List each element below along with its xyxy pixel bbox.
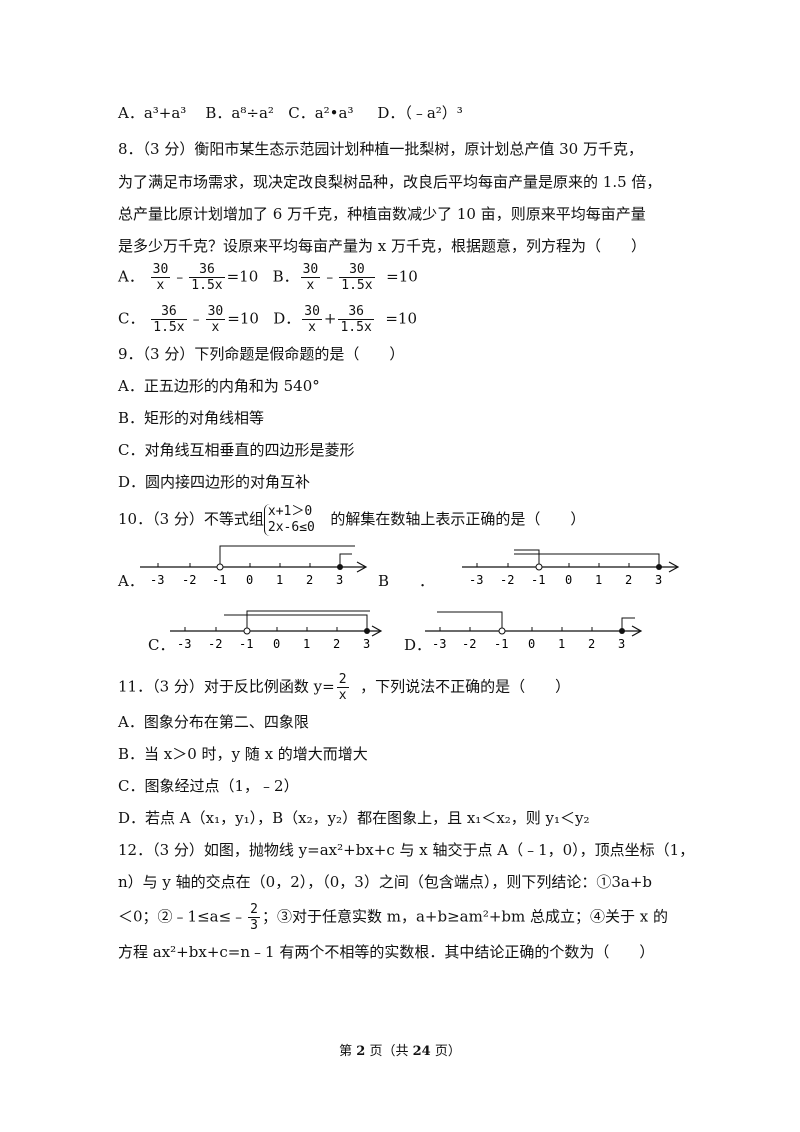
footer-total-pages: 24: [412, 1044, 431, 1059]
q8-line-3: 总产量比原计划增加了 6 万千克，种植亩数减少了 10 亩，则原来平均每亩产量: [118, 205, 646, 223]
q8-a-eq: =10: [226, 267, 259, 286]
q7-option-d: D．（﹣a²）³: [377, 104, 463, 122]
tick-label: 3: [655, 573, 662, 587]
tick-label: 0: [246, 573, 253, 587]
q11-stem-post: ，下列说法不正确的是（ ）: [360, 677, 571, 696]
q8-option-a-label: A．: [118, 267, 144, 286]
tick-label: -1: [531, 573, 545, 587]
q7-option-c: C．a²•a³: [288, 104, 354, 122]
q8-d-op: +: [323, 309, 337, 328]
q8-line-4: 是多少万千克？设原来平均每亩产量为 x 万千克，根据题意，列方程为（ ）: [118, 237, 646, 255]
q8-a-op: ﹣: [172, 267, 188, 286]
q10-numberline-b: -3 -2 -1 0 1 2 3: [462, 549, 680, 587]
tick-label: 0: [273, 637, 280, 651]
q8-line-2: 为了满足市场需求，现决定改良梨树品种，改良后平均每亩产量是原来的 1.5 倍，: [118, 173, 662, 191]
footer-page-number: 2: [356, 1044, 366, 1059]
q8-option-b-label: B．: [272, 267, 299, 286]
q12-line-3-pre: ＜0；②﹣1≤a≤﹣: [118, 907, 247, 926]
q10-stem-post: 的解集在数轴上表示正确的是（ ）: [330, 510, 586, 528]
q10-stem-pre: 10．（3 分）不等式组: [118, 510, 264, 528]
q8-option-c-label: C．: [118, 309, 145, 328]
tick-label: -3: [432, 637, 446, 651]
tick-label: -3: [150, 573, 164, 587]
tick-label: 0: [565, 573, 572, 587]
q8-d-eq: =10: [385, 309, 417, 328]
q10-d-label: D．: [404, 636, 432, 654]
q11-option-a: A．图象分布在第二、四象限: [118, 713, 309, 731]
q8-c-op: ﹣: [188, 309, 204, 328]
tick-label: -2: [182, 573, 196, 587]
tick-label: -2: [462, 637, 476, 651]
tick-label: 2: [625, 573, 632, 587]
q9-option-d: D．圆内接四边形的对角互补: [118, 473, 311, 491]
tick-label: -3: [469, 573, 483, 587]
q10-b-label: B ．: [378, 572, 435, 590]
q8-line-1: 8．（3 分）衡阳市某生态示范园计划种植一批梨树，原计划总产值 30 万千克，: [118, 140, 643, 158]
q10-numberline-a: -3 -2 -1 0 1 2 3: [140, 545, 368, 587]
q7-option-b: B．a⁸÷a²: [205, 104, 274, 122]
footer-post: 页）: [430, 1044, 461, 1059]
tick-label: 3: [336, 573, 343, 587]
q8-c-eq: =10: [227, 309, 259, 328]
q8-b-eq: =10: [386, 267, 418, 286]
q11-stem-pre: 11．（3 分）对于反比例函数 y=: [118, 677, 335, 696]
q12-line-2: n）与 y 轴的交点在（0，2），（0，3）之间（包含端点），则下列结论：①3a…: [118, 873, 653, 891]
q11-option-d: D．若点 A（x₁，y₁），B（x₂，y₂）都在图象上，且 x₁＜x₂，则 y₁…: [118, 809, 590, 827]
q10-numberline-c: -3 -2 -1 0 1 2 3: [170, 610, 383, 651]
tick-label: 3: [618, 637, 625, 651]
q11-option-b: B．当 x＞0 时，y 随 x 的增大而增大: [118, 745, 368, 763]
q12-line-3-post: ；③对于任意实数 m，a+b≥am²+bm 总成立；④关于 x 的: [262, 907, 669, 926]
tick-label: -1: [239, 637, 253, 651]
q7-option-a: A．a³+a³: [118, 104, 187, 122]
q12-line-1: 12．（3 分）如图，抛物线 y=ax²+bx+c 与 x 轴交于点 A（﹣1，…: [118, 841, 695, 859]
q12-line-4: 方程 ax²+bx+c=n﹣1 有两个不相等的实数根．其中结论正确的个数为（ ）: [118, 943, 655, 961]
q11-option-c: C．图象经过点（1，﹣2）: [118, 777, 299, 795]
tick-label: 1: [595, 573, 602, 587]
tick-label: 0: [528, 637, 535, 651]
q10-a-label: A．: [118, 572, 144, 590]
q10-ineq-2: 2x-6≤0: [267, 520, 315, 535]
tick-label: -2: [208, 637, 222, 651]
q9-option-c: C．对角线互相垂直的四边形是菱形: [118, 441, 355, 459]
q7-options: A．a³+a³ B．a⁸÷a² C．a²•a³ D．（﹣a²）³: [118, 103, 463, 123]
q8-option-d-label: D．: [273, 309, 301, 328]
tick-label: 2: [306, 573, 313, 587]
tick-label: 2: [588, 637, 595, 651]
q10-numberline-d: -3 -2 -1 0 1 2 3: [425, 611, 643, 651]
q9-stem: 9．（3 分）下列命题是假命题的是（ ）: [118, 345, 405, 363]
footer-pre: 第: [339, 1044, 357, 1059]
tick-label: -1: [494, 637, 508, 651]
q9-option-a: A．正五边形的内角和为 540°: [118, 377, 320, 395]
q10-ineq-1: x+1＞0: [267, 504, 313, 519]
q10-c-label: C．: [148, 636, 175, 654]
footer-mid: 页（共: [365, 1044, 413, 1059]
tick-label: -3: [177, 637, 191, 651]
tick-label: 2: [333, 637, 340, 651]
page-footer: 第 2 页（共 24 页）: [0, 1040, 800, 1059]
tick-label: -2: [500, 573, 514, 587]
q9-option-b: B．矩形的对角线相等: [118, 409, 265, 427]
tick-label: 1: [276, 573, 283, 587]
tick-label: -1: [212, 573, 226, 587]
tick-label: 1: [558, 637, 565, 651]
tick-label: 1: [303, 637, 310, 651]
tick-label: 3: [363, 637, 370, 651]
q8-b-op: ﹣: [322, 267, 338, 286]
